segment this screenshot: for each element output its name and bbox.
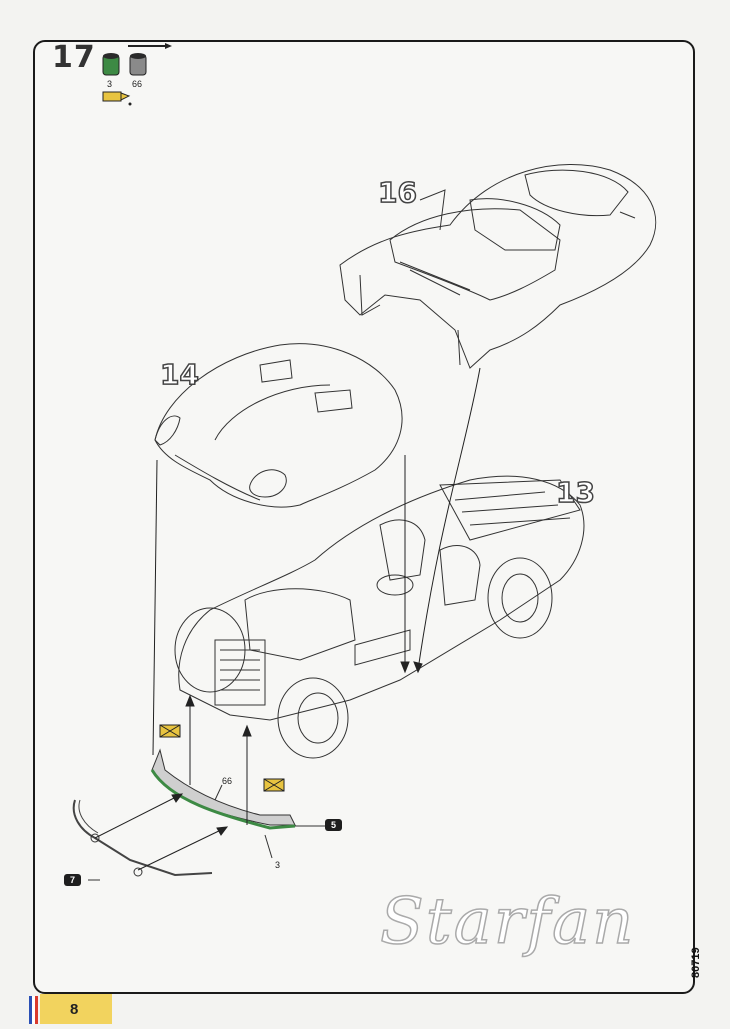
no-glue-icon	[263, 778, 285, 792]
step-number: 17	[52, 40, 96, 75]
brush-icon	[128, 43, 172, 49]
paint-code-3: 3	[107, 79, 113, 89]
flag-stripe	[29, 996, 39, 1024]
no-glue-icon	[159, 724, 181, 738]
watermark: Starfan	[379, 884, 636, 960]
glue-tube-icon	[102, 91, 132, 106]
body-shell-drawing	[339, 164, 657, 369]
chassis-drawing	[174, 475, 585, 759]
paint-pot-grey-icon	[129, 53, 147, 76]
kit-code: 80719	[690, 947, 702, 978]
callout-7: 7	[64, 874, 82, 886]
callout-5: 5	[325, 819, 343, 831]
assembly-label-body: 16	[377, 175, 417, 210]
assembly-label-bonnet: 14	[159, 357, 199, 392]
part-number-66: 66	[222, 776, 233, 786]
assembly-label-chassis: 13	[555, 475, 595, 510]
leader-lines	[88, 784, 330, 881]
assembly-arrows	[94, 367, 481, 871]
part-number-3: 3	[275, 860, 281, 870]
page-number-box	[40, 994, 112, 1024]
step-frame	[33, 40, 695, 994]
front-valance-drawing	[72, 748, 296, 877]
page-number: 8	[70, 1001, 79, 1018]
paint-pot-green-icon	[102, 53, 120, 76]
bonnet-drawing	[154, 343, 403, 508]
paint-code-66: 66	[132, 79, 143, 89]
